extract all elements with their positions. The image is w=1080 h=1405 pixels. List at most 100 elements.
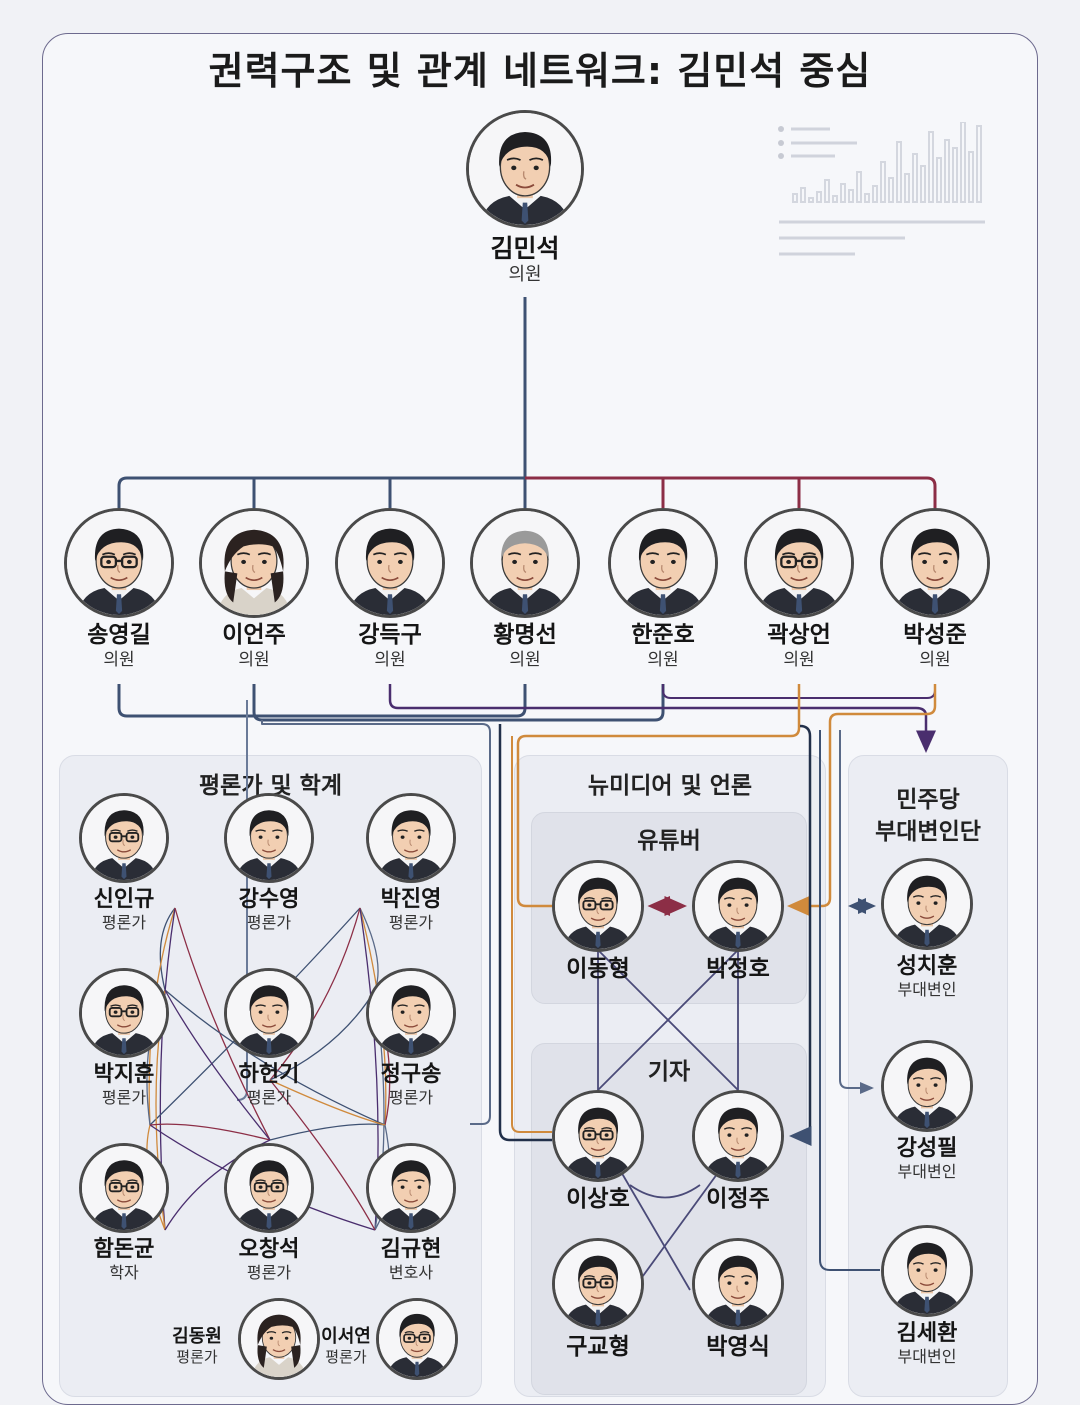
critic-connection-line <box>269 1079 376 1231</box>
person-portrait-icon <box>552 1238 644 1330</box>
person-portrait-icon <box>466 110 584 228</box>
person-name: 김동원 <box>172 1326 222 1347</box>
decor-bar <box>936 157 942 203</box>
reporter-node[interactable]: 이상호 <box>528 1090 668 1214</box>
decor-bar <box>896 141 902 203</box>
person-portrait-icon <box>224 1143 314 1233</box>
person-name: 곽상언 <box>767 622 831 648</box>
party-panel-title-line2: 부대변인단 <box>875 819 981 845</box>
person-role: 의원 <box>647 649 679 670</box>
person-name: 강성필 <box>896 1136 958 1161</box>
critic-connection-line <box>174 907 271 1141</box>
person-name: 이상호 <box>566 1186 630 1212</box>
decor-bar <box>912 153 918 203</box>
reporter-node[interactable]: 이정주 <box>668 1090 808 1214</box>
person-portrait-icon <box>692 1090 784 1182</box>
critic-connection-line <box>269 1079 386 1126</box>
youtuber-node[interactable]: 박정호 <box>668 860 808 984</box>
center-node[interactable]: 김민석 의원 <box>455 110 595 287</box>
critic-connection-line <box>164 989 271 1141</box>
person-portrait-icon[interactable] <box>376 1298 458 1380</box>
person-role: 평론가 <box>101 1088 147 1108</box>
critic-connection-line <box>269 907 361 1081</box>
person-portrait-icon <box>744 508 854 618</box>
decor-bar <box>960 122 966 203</box>
decor-bar <box>888 177 894 203</box>
person-portrait-icon <box>692 860 784 952</box>
person-portrait-icon <box>79 1143 169 1233</box>
decor-bar <box>928 131 934 203</box>
person-role: 의원 <box>103 649 135 670</box>
youtuber-subpanel-title: 유튜버 <box>637 828 701 854</box>
person-name: 하헌기 <box>238 1062 300 1087</box>
decor-bar <box>816 191 822 203</box>
reporter-node[interactable]: 박영식 <box>668 1238 808 1362</box>
person-name: 한준호 <box>631 622 695 648</box>
decor-bar <box>864 193 870 203</box>
person-portrait-icon <box>335 508 445 618</box>
person-portrait-icon <box>366 968 456 1058</box>
person-name: 김규현 <box>380 1237 442 1262</box>
decor-bar <box>792 193 798 203</box>
person-name: 성치훈 <box>896 954 958 979</box>
person-name: 송영길 <box>87 622 151 648</box>
decor-bar <box>904 173 910 203</box>
person-role: 의원 <box>508 264 542 285</box>
decor-bar <box>952 147 958 203</box>
party-panel-title-line1: 민주당 <box>896 787 960 813</box>
person-portrait-icon <box>881 1040 973 1132</box>
person-name: 이동형 <box>566 956 630 982</box>
bar-chart-decor-icon <box>778 122 985 256</box>
person-portrait-icon <box>366 793 456 883</box>
person-role: 평론가 <box>388 1088 434 1108</box>
person-role: 평론가 <box>101 913 147 933</box>
person-role: 평론가 <box>246 1088 292 1108</box>
person-role: 의원 <box>238 649 270 670</box>
person-portrait-icon <box>224 793 314 883</box>
person-role: 학자 <box>109 1263 139 1283</box>
youtuber-node[interactable]: 이동형 <box>528 860 668 984</box>
person-portrait-icon <box>79 968 169 1058</box>
person-portrait-icon <box>224 968 314 1058</box>
person-name: 함돈균 <box>93 1237 155 1262</box>
person-portrait-icon <box>199 508 309 618</box>
decor-bar <box>920 165 926 203</box>
decor-bar <box>840 183 846 203</box>
person-role: 의원 <box>783 649 815 670</box>
reporter-node[interactable]: 구교형 <box>528 1238 668 1362</box>
person-name: 김세환 <box>896 1321 958 1346</box>
person-role: 의원 <box>919 649 951 670</box>
person-portrait-icon <box>79 793 169 883</box>
person-role: 평론가 <box>176 1347 218 1366</box>
person-portrait-icon <box>880 508 990 618</box>
person-name: 강득구 <box>358 622 422 648</box>
person-portrait-icon <box>881 858 973 950</box>
person-role: 평론가 <box>325 1347 367 1366</box>
critic-connection-line <box>269 1123 386 1141</box>
person-name: 이언주 <box>222 622 286 648</box>
person-name: 정구송 <box>380 1062 442 1087</box>
person-name: 황명선 <box>493 622 557 648</box>
reporter-subpanel-title: 기자 <box>647 1059 691 1085</box>
decor-bar <box>856 171 862 203</box>
